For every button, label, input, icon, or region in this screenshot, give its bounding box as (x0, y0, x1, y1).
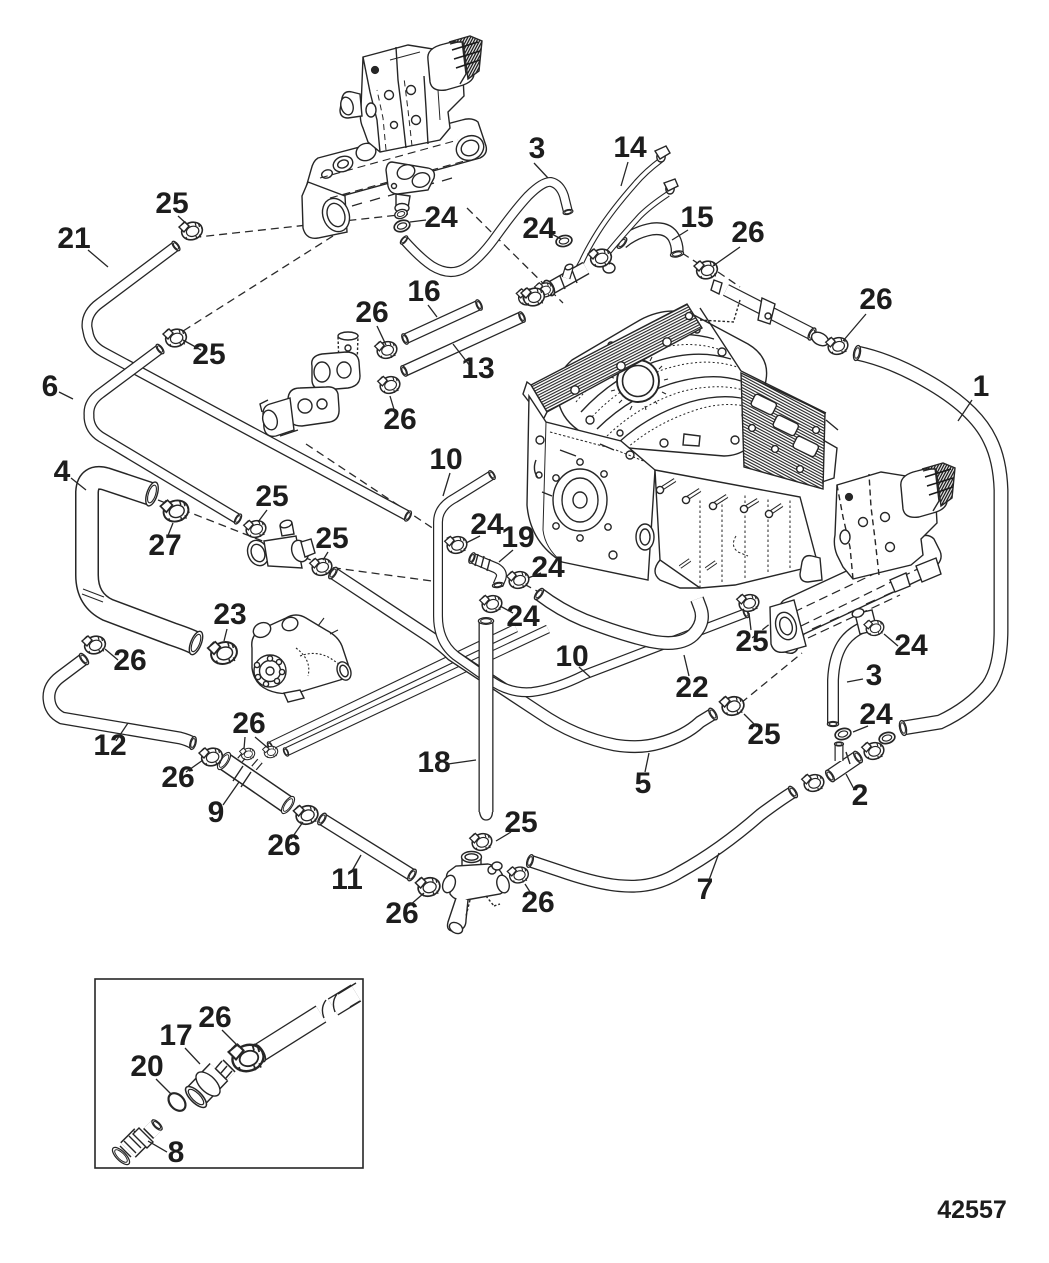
svg-text:26: 26 (232, 707, 265, 740)
svg-text:10: 10 (429, 443, 462, 476)
svg-text:8: 8 (168, 1136, 185, 1169)
svg-text:21: 21 (57, 222, 90, 255)
svg-text:26: 26 (383, 403, 416, 436)
svg-text:25: 25 (315, 522, 348, 555)
svg-text:10: 10 (555, 640, 588, 673)
svg-text:7: 7 (697, 873, 714, 906)
svg-text:4: 4 (54, 455, 71, 488)
svg-text:26: 26 (355, 296, 388, 329)
svg-text:26: 26 (521, 886, 554, 919)
svg-text:25: 25 (504, 806, 537, 839)
svg-text:2: 2 (852, 779, 869, 812)
svg-text:23: 23 (213, 598, 246, 631)
svg-text:9: 9 (208, 796, 225, 829)
svg-text:6: 6 (42, 370, 59, 403)
svg-text:24: 24 (470, 508, 504, 541)
svg-text:19: 19 (501, 521, 534, 554)
svg-text:20: 20 (130, 1050, 163, 1083)
svg-text:25: 25 (192, 338, 225, 371)
svg-text:24: 24 (531, 551, 565, 584)
svg-text:17: 17 (159, 1019, 192, 1052)
svg-text:5: 5 (635, 767, 652, 800)
svg-text:26: 26 (198, 1001, 231, 1034)
svg-text:18: 18 (417, 746, 450, 779)
svg-text:12: 12 (93, 729, 126, 762)
svg-text:13: 13 (461, 352, 494, 385)
svg-text:11: 11 (331, 863, 363, 896)
svg-text:3: 3 (529, 132, 546, 165)
svg-text:25: 25 (155, 187, 188, 220)
svg-text:24: 24 (506, 600, 540, 633)
svg-text:27: 27 (148, 529, 181, 562)
svg-text:1: 1 (973, 370, 990, 403)
svg-text:26: 26 (161, 761, 194, 794)
svg-text:22: 22 (675, 671, 708, 704)
svg-text:24: 24 (424, 201, 458, 234)
svg-text:26: 26 (731, 216, 764, 249)
svg-text:3: 3 (866, 659, 883, 692)
svg-text:42557: 42557 (937, 1196, 1007, 1224)
svg-text:26: 26 (113, 644, 146, 677)
svg-text:26: 26 (267, 829, 300, 862)
svg-text:24: 24 (894, 629, 928, 662)
svg-text:24: 24 (859, 698, 893, 731)
svg-text:24: 24 (522, 212, 556, 245)
svg-text:16: 16 (407, 275, 440, 308)
svg-text:25: 25 (735, 625, 768, 658)
svg-text:14: 14 (613, 131, 647, 164)
svg-text:15: 15 (680, 201, 713, 234)
svg-text:25: 25 (255, 480, 288, 513)
svg-text:26: 26 (859, 283, 892, 316)
